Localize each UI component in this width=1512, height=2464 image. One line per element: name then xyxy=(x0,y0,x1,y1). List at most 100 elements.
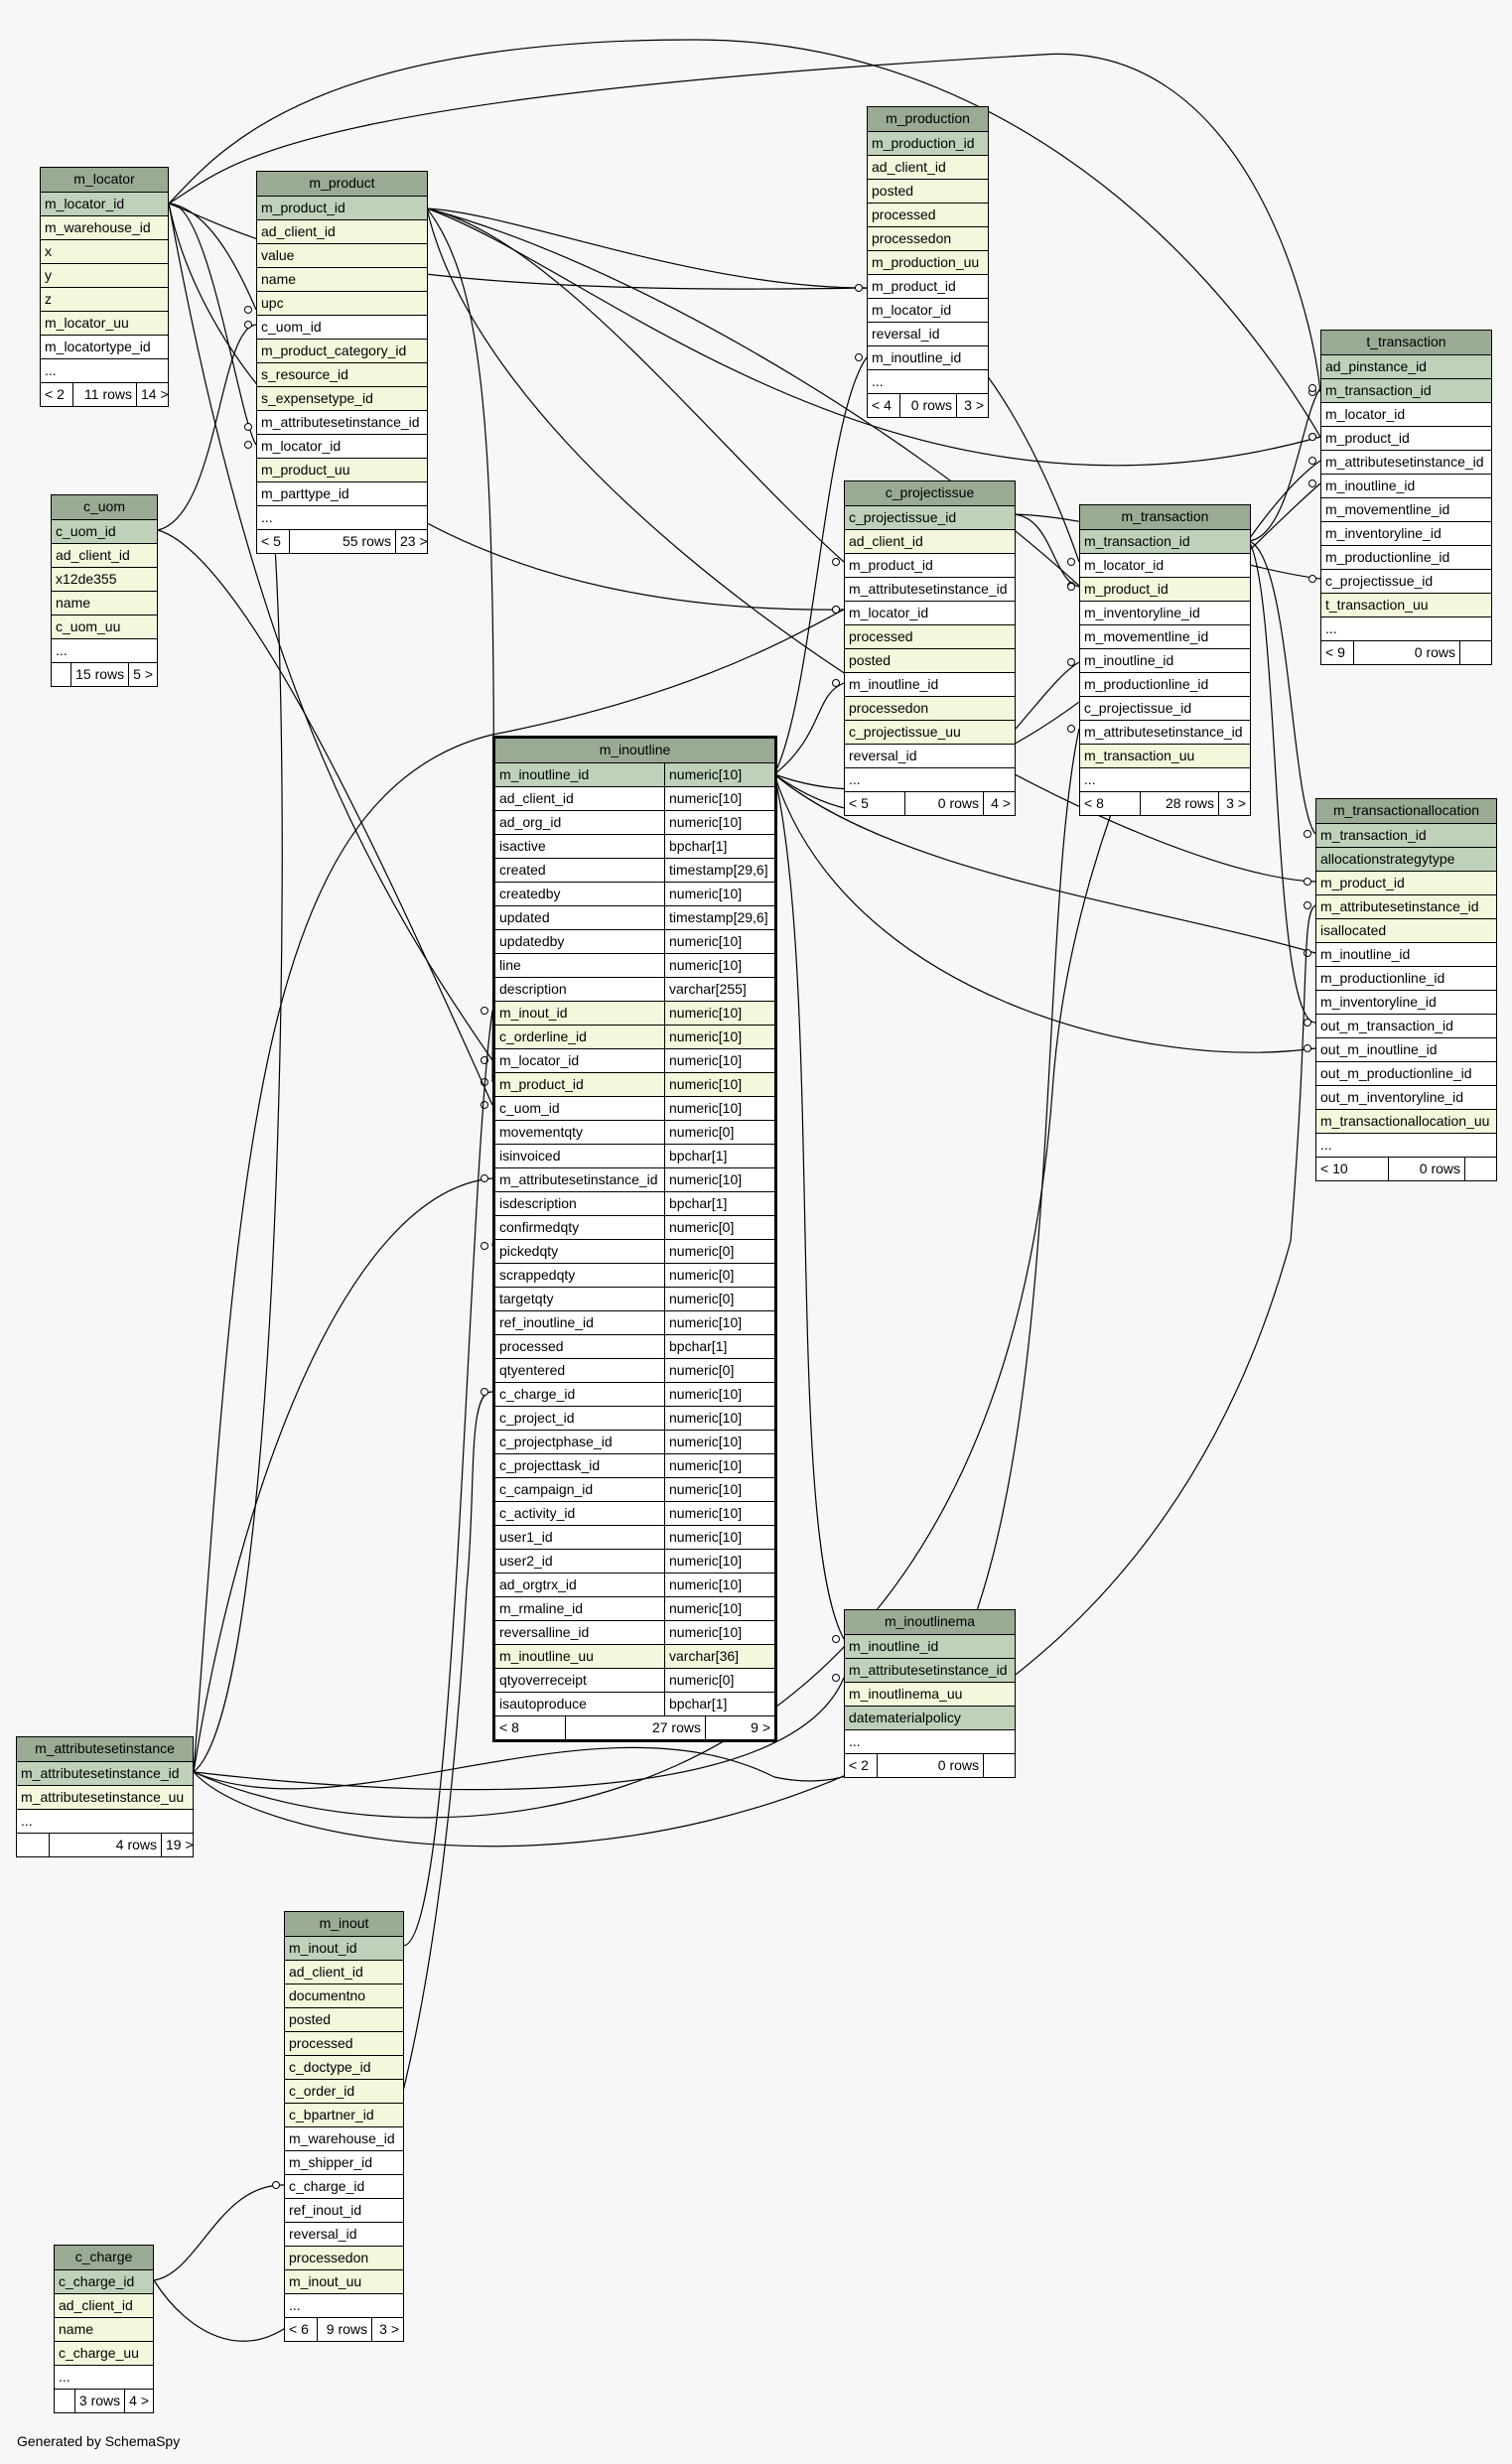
column-name: m_locator_id xyxy=(261,438,342,454)
column-name: m_product_id xyxy=(1325,430,1410,446)
column-row: processedon xyxy=(868,226,988,250)
row-count: 9 rows xyxy=(317,2318,371,2341)
crowfoot-marker xyxy=(1308,457,1316,465)
column-row: name xyxy=(257,267,427,291)
column-row: m_product_uu xyxy=(257,458,427,481)
column-row: m_production_id xyxy=(868,131,988,155)
column-name: m_product_id xyxy=(261,200,345,215)
column-name: m_productionline_id xyxy=(1325,549,1450,565)
column-name: ad_org_id xyxy=(499,814,562,830)
column-name: m_attributesetinstance_id xyxy=(1325,454,1484,470)
row-count: 0 rows xyxy=(904,792,983,815)
column-name: processed xyxy=(499,1338,564,1354)
column-type: numeric[0] xyxy=(664,1359,774,1382)
column-type: numeric[10] xyxy=(664,1550,774,1573)
crowfoot-marker xyxy=(855,353,863,361)
column-row: ad_client_id xyxy=(257,219,427,243)
children-count: 5 > xyxy=(128,663,157,686)
column-name: out_m_productionline_id xyxy=(1320,1065,1472,1081)
column-name: name xyxy=(56,595,91,611)
crowfoot-marker xyxy=(832,1635,840,1643)
column-name: scrappedqty xyxy=(499,1267,576,1283)
column-row: m_production_uu xyxy=(868,250,988,274)
column-row: m_transactionallocation_uu xyxy=(1316,1109,1496,1133)
relationship-edge xyxy=(426,207,1321,467)
column-row: m_inoutline_id xyxy=(868,345,988,369)
column-row: ... xyxy=(868,369,988,393)
column-row: ... xyxy=(1321,616,1491,640)
column-name: c_charge_id xyxy=(499,1386,576,1402)
column-name: m_inout_id xyxy=(499,1005,568,1021)
relationship-edge xyxy=(402,1010,493,1947)
column-row: documentno xyxy=(285,1984,403,2007)
crowfoot-marker xyxy=(1304,1019,1311,1027)
column-row: z xyxy=(41,287,168,311)
column-row: m_shipper_id xyxy=(285,2150,403,2174)
column-row: m_locator_id xyxy=(868,298,988,322)
column-name: m_inoutline_id xyxy=(872,349,962,365)
column-name: c_projecttask_id xyxy=(499,1457,601,1473)
column-row: m_transaction_id xyxy=(1316,823,1496,847)
column-name: ... xyxy=(872,373,884,389)
column-row: ... xyxy=(845,767,1015,791)
column-name: documentno xyxy=(289,1987,366,2003)
column-name: qtyoverreceipt xyxy=(499,1672,587,1688)
column-name: out_m_inventoryline_id xyxy=(1320,1089,1463,1105)
column-name: ref_inout_id xyxy=(289,2202,362,2218)
column-row: m_inoutline_id xyxy=(1321,474,1491,497)
column-name: processed xyxy=(872,206,936,222)
column-name: c_doctype_id xyxy=(289,2059,371,2075)
column-name: processedon xyxy=(849,700,929,716)
column-name: m_locator_id xyxy=(499,1052,580,1068)
column-type: numeric[10] xyxy=(664,1026,774,1048)
column-name: ad_client_id xyxy=(499,790,574,806)
column-type: numeric[10] xyxy=(664,1621,774,1644)
column-type: timestamp[29,6] xyxy=(664,859,774,882)
column-name: m_productionline_id xyxy=(1084,676,1209,692)
column-row: c_charge_uu xyxy=(55,2341,153,2365)
column-name: posted xyxy=(849,652,892,668)
column-type: varchar[255] xyxy=(664,978,774,1001)
table-title: m_transaction xyxy=(1080,505,1250,529)
column-name: upc xyxy=(261,295,284,311)
column-name: y xyxy=(45,267,52,283)
column-row: ad_client_id xyxy=(868,155,988,179)
crowfoot-marker xyxy=(1304,949,1311,957)
column-row: m_movementline_id xyxy=(1321,497,1491,521)
column-row: m_locator_id xyxy=(1321,402,1491,426)
column-name: t_transaction_uu xyxy=(1325,597,1429,613)
column-name: m_transaction_id xyxy=(1084,533,1190,549)
column-row: upc xyxy=(257,291,427,315)
column-name: ad_client_id xyxy=(872,159,946,175)
column-name: m_product_uu xyxy=(261,462,350,478)
column-name: ... xyxy=(56,642,68,658)
column-type: numeric[10] xyxy=(664,1431,774,1453)
column-row: x xyxy=(41,239,168,263)
column-row: posted xyxy=(285,2007,403,2031)
crowfoot-marker xyxy=(832,1674,840,1682)
column-row: ad_pinstance_id xyxy=(1321,354,1491,378)
column-type: numeric[10] xyxy=(664,930,774,953)
column-row: reversal_id xyxy=(845,744,1015,767)
column-row: c_projectissue_id xyxy=(845,505,1015,529)
children-count: 19 > xyxy=(161,1834,194,1856)
relationship-edge xyxy=(426,207,845,563)
relationship-edge xyxy=(1248,387,1321,542)
column-row: m_inoutline_id xyxy=(845,672,1015,696)
